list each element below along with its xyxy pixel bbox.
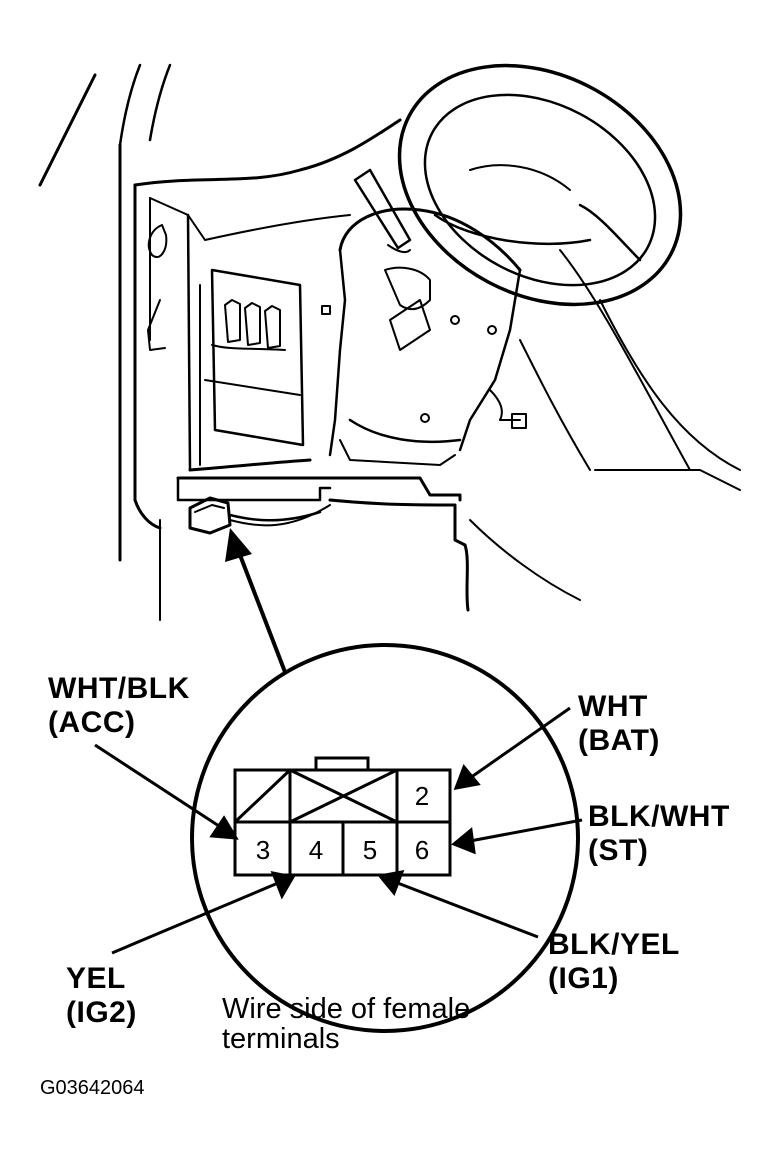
pin-5: 5 (363, 835, 377, 865)
label-blk-yel-wire: BLK/YEL (548, 928, 680, 961)
label-wht-circuit: (BAT) (578, 724, 660, 757)
figure-id: G03642064 (40, 1077, 145, 1099)
label-yel-circuit: (IG2) (66, 996, 137, 1029)
label-yel: YEL (IG2) (66, 962, 137, 1030)
label-blk-yel-circuit: (IG1) (548, 962, 619, 995)
leader-lines (94, 706, 583, 955)
caption: Wire side of female terminals (222, 994, 470, 1054)
label-blk-yel: BLK/YEL (IG1) (548, 928, 680, 996)
label-blk-wht-wire: BLK/WHT (588, 800, 730, 833)
caption-line-1: Wire side of female (222, 993, 471, 1025)
label-blk-wht-circuit: (ST) (588, 834, 649, 867)
label-wht: WHT (BAT) (578, 690, 660, 758)
caption-line-2: terminals (222, 1023, 340, 1055)
pin-3: 3 (256, 835, 270, 865)
label-wht-wire: WHT (578, 690, 648, 723)
pin-4: 4 (309, 835, 323, 865)
label-blk-wht: BLK/WHT (ST) (588, 800, 730, 868)
pin-6: 6 (415, 835, 429, 865)
pin-2: 2 (415, 781, 429, 811)
callout-circle (190, 643, 580, 1033)
connector-pins: 2 3 4 5 6 (256, 781, 429, 865)
callout-arrow (225, 528, 287, 673)
connector-face (233, 756, 452, 877)
label-wht-blk-wire: WHT/BLK (48, 672, 190, 705)
label-yel-wire: YEL (66, 962, 126, 995)
dashboard-illustration (38, 63, 741, 621)
label-wht-blk: WHT/BLK (ACC) (48, 672, 190, 740)
label-wht-blk-circuit: (ACC) (48, 706, 136, 739)
